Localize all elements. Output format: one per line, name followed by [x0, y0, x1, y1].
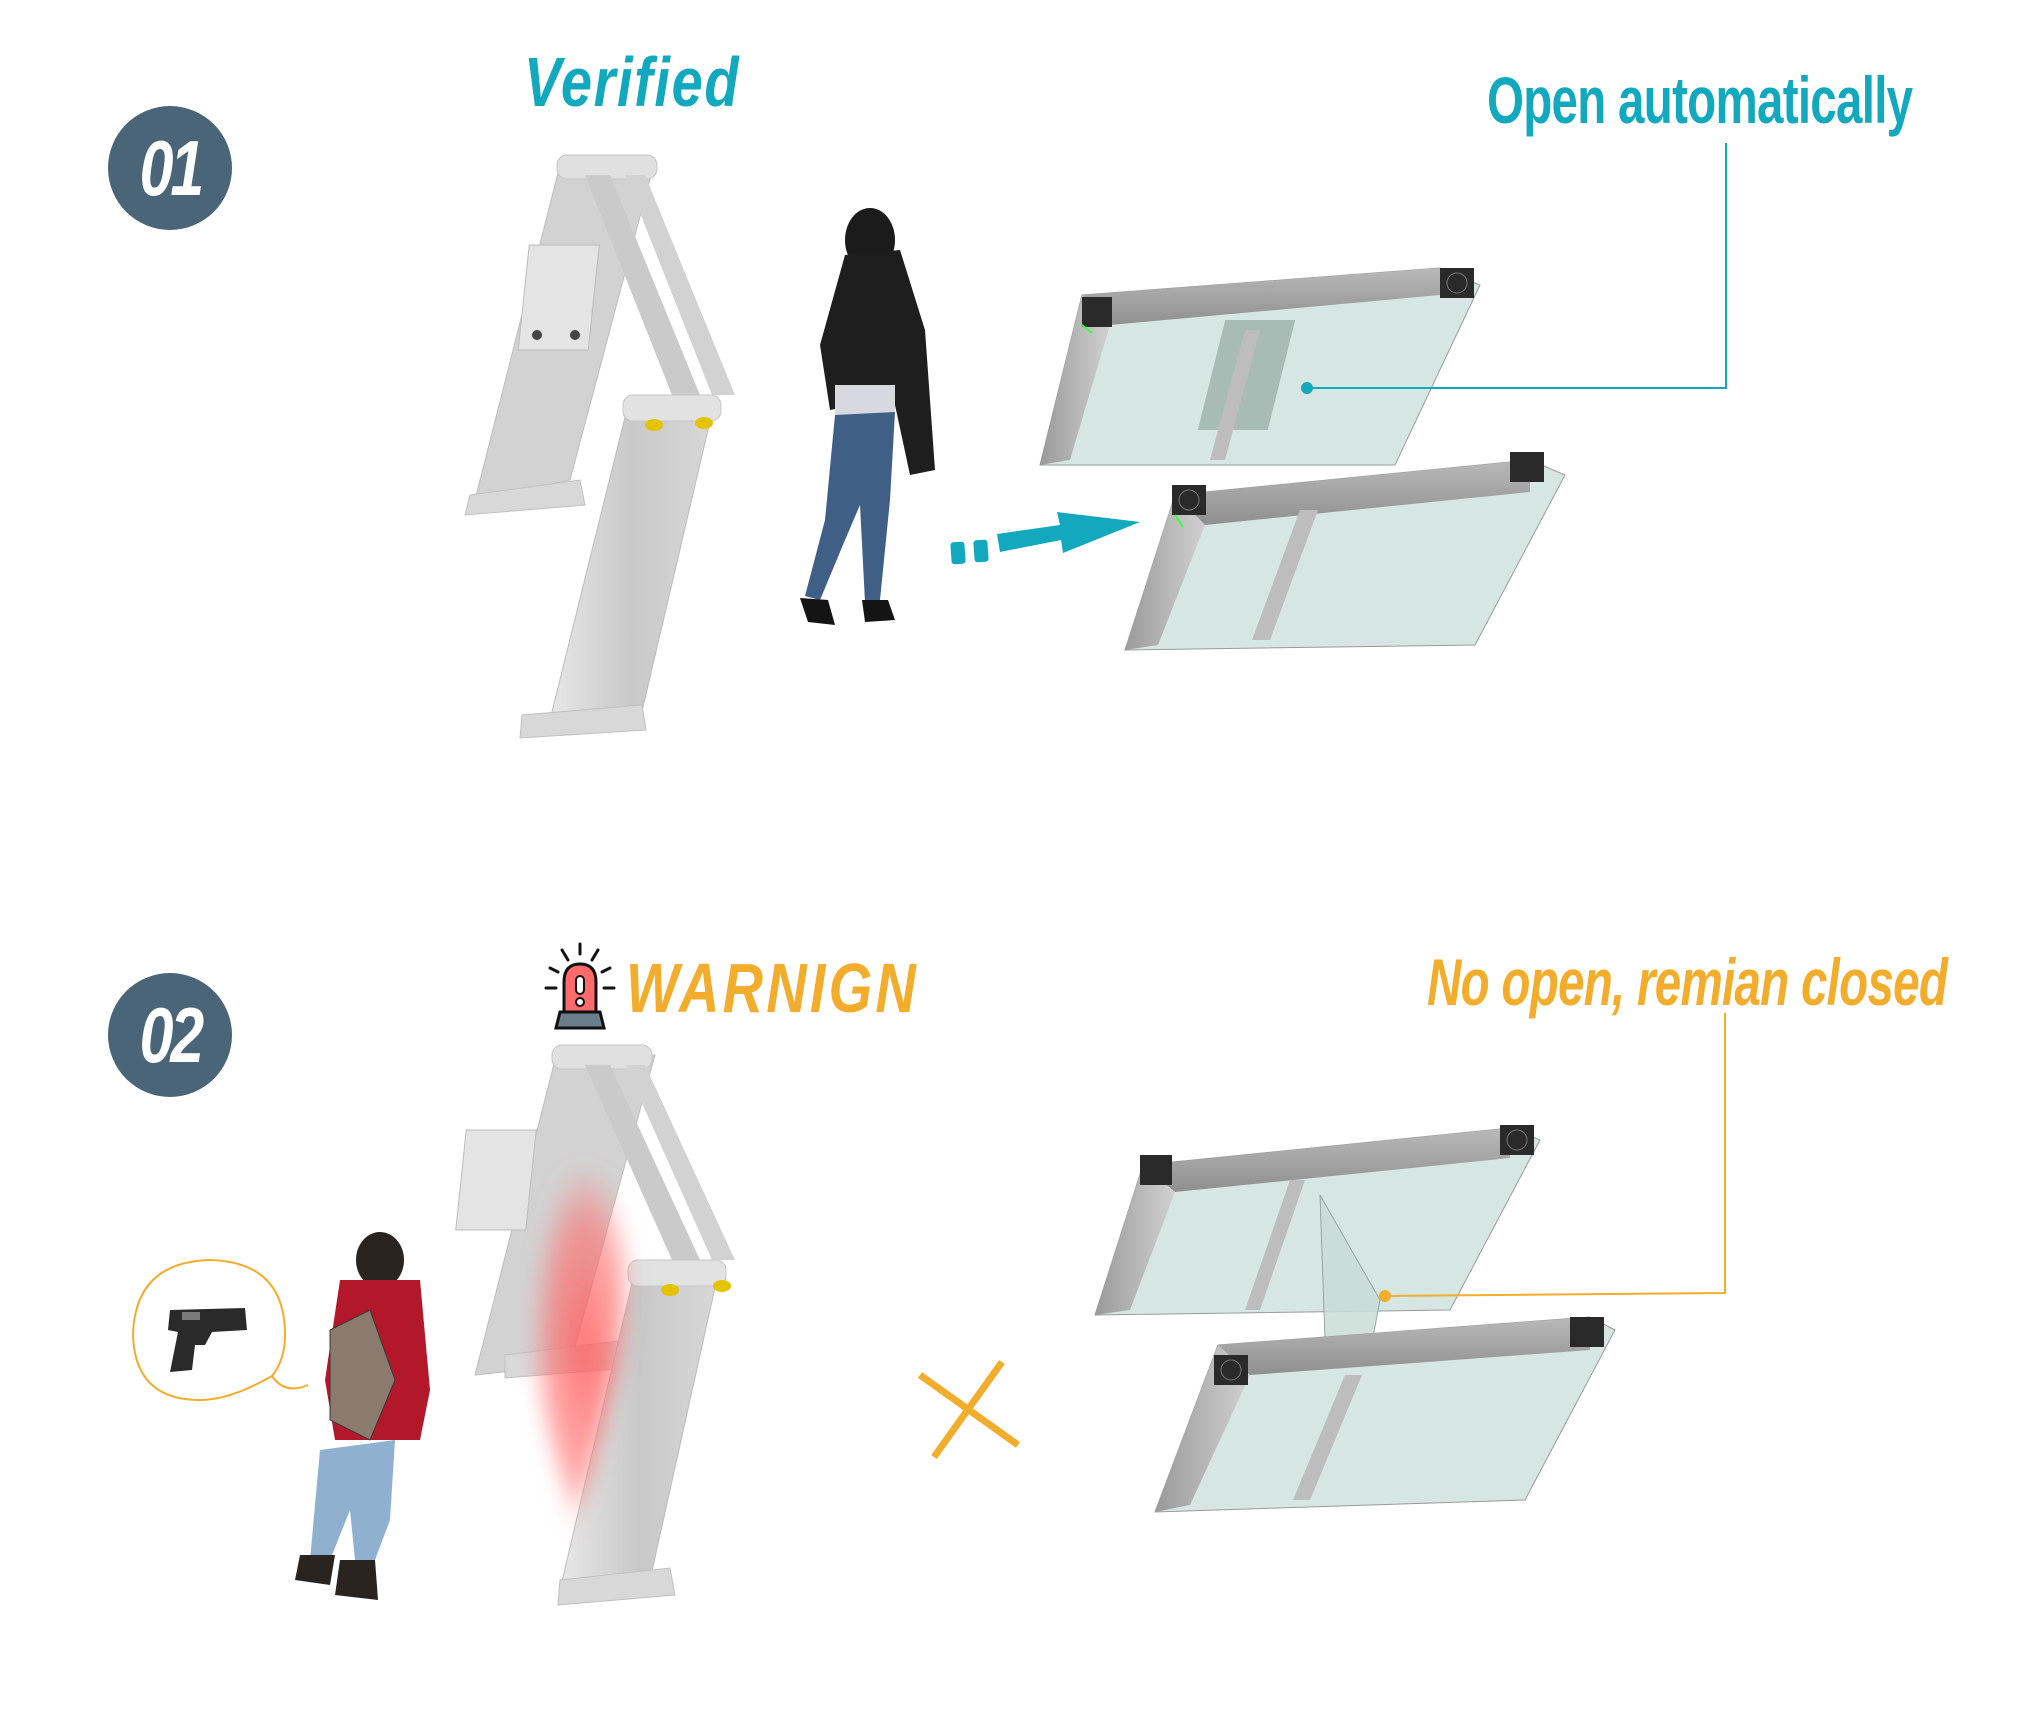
- swing-gate-open: [1039, 267, 1566, 651]
- handgun-icon: [168, 1308, 247, 1372]
- warning-label: WARNIGN: [626, 949, 920, 1027]
- no-open-leader-line: [1379, 1013, 1726, 1302]
- open-automatically-leader-line: [1301, 143, 1727, 394]
- swing-gate-closed: [1094, 1125, 1616, 1513]
- woman-walking-figure: [800, 208, 935, 625]
- person-with-backpack-figure: [295, 1232, 430, 1600]
- detected-item-speech-bubble: [131, 1258, 309, 1402]
- step-number: 02: [139, 990, 204, 1079]
- red-alarm-glow: [530, 1160, 640, 1540]
- no-open-remain-closed-label: No open, remian closed: [1427, 945, 1948, 1019]
- verified-label: Verified: [524, 43, 741, 121]
- step-number-badge-01: 01: [108, 106, 232, 230]
- step-number: 01: [139, 123, 204, 212]
- metal-detector-arch-2-alarm: [455, 1044, 735, 1606]
- alarm-siren-icon: [544, 942, 616, 1030]
- dashed-arrow-icon: [950, 512, 1140, 565]
- step-number-badge-02: 02: [108, 973, 232, 1097]
- metal-detector-arch-1: [464, 154, 735, 739]
- cross-icon: [917, 1359, 1021, 1460]
- open-automatically-label: Open automatically: [1487, 63, 1913, 137]
